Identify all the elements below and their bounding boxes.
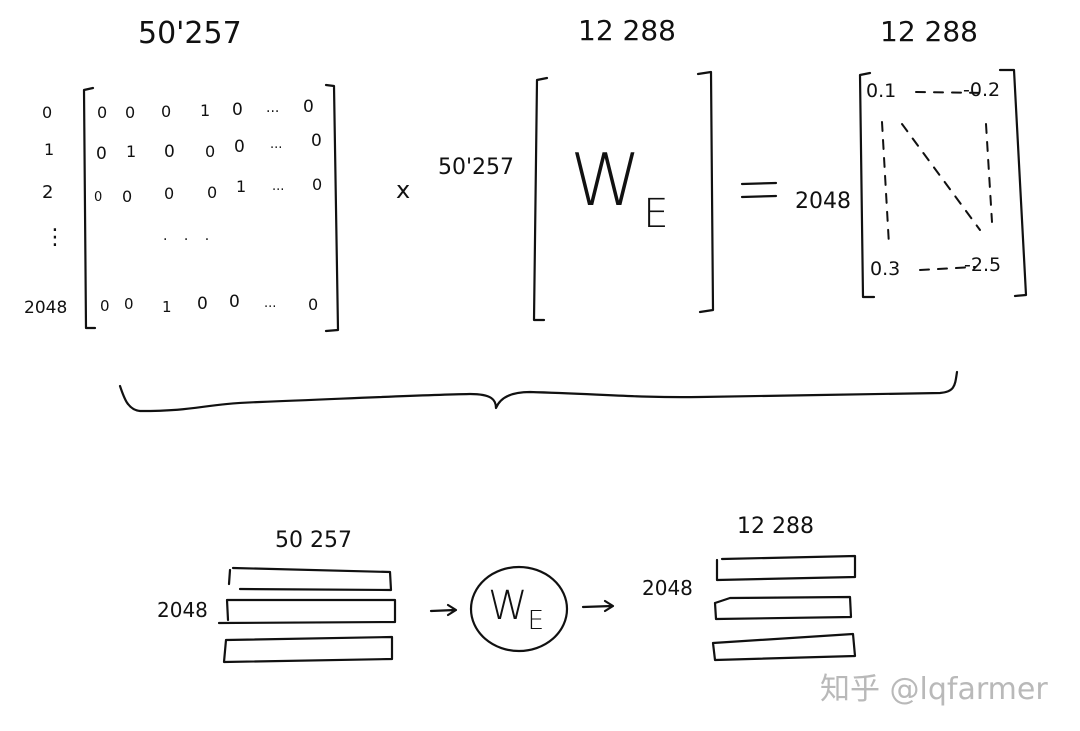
cell: 0: [312, 175, 323, 194]
cell: 0: [311, 131, 322, 151]
we-subscript: E: [643, 191, 669, 237]
result-top-left: 0.1: [866, 80, 897, 102]
cell: 0: [122, 187, 133, 206]
cell: 0: [234, 137, 245, 157]
cell: 0: [232, 100, 243, 120]
cell: 0: [303, 97, 314, 117]
cell: 0: [207, 183, 218, 202]
input-row-dim-label: 2048: [157, 598, 208, 622]
one-hot-left-bracket: [82, 86, 97, 330]
cell: 0: [96, 144, 107, 164]
cell: 0: [100, 297, 110, 315]
row-label: 2: [42, 182, 54, 203]
we-symbol: WE: [570, 138, 668, 237]
cell: 0: [197, 294, 208, 314]
cell: ...: [270, 137, 283, 152]
cell: 0: [229, 292, 240, 312]
cell: 0: [205, 142, 216, 161]
input-col-dim-label: 50 257: [275, 528, 352, 553]
output-bars: [711, 554, 857, 662]
row-label: 0: [42, 103, 53, 122]
we-left-bracket: [532, 76, 549, 322]
result-bottom-left: 0.3: [870, 258, 901, 280]
multiply-symbol: x: [396, 176, 411, 204]
cell: 0: [164, 142, 175, 162]
cell: ...: [266, 100, 280, 116]
result-left-bracket: [858, 71, 876, 299]
cell: 0: [124, 295, 134, 313]
cell: 1: [126, 142, 137, 161]
row-label: 2048: [24, 298, 68, 318]
cell: 0: [97, 103, 108, 122]
cell: 0: [161, 102, 172, 121]
cell: 0: [164, 184, 175, 203]
equals-sign-icon: [740, 181, 778, 199]
cell: ...: [264, 296, 277, 311]
row-label: ⋮: [44, 225, 66, 250]
cell: 1: [162, 298, 172, 316]
output-col-dim-label: 12 288: [737, 514, 814, 539]
node-subscript: E: [527, 606, 544, 636]
we-col-dim-label: 12 288: [578, 14, 676, 47]
we-letter: W: [570, 138, 642, 222]
node-letter: W: [488, 583, 528, 629]
arrow-in-icon: [429, 603, 458, 617]
one-hot-right-bracket: [324, 83, 340, 333]
one-hot-col-dim-label: 50'257: [138, 16, 242, 51]
result-top-right: -0.2: [963, 79, 1001, 101]
result-col-dim-label: 12 288: [880, 15, 978, 48]
result-right-bracket: [998, 68, 1028, 298]
cell: 0: [94, 190, 103, 205]
cell: 1: [200, 101, 211, 120]
output-row-dim-label: 2048: [642, 576, 693, 600]
we-right-bracket: [696, 70, 715, 314]
curly-brace: [118, 370, 959, 413]
cell: ...: [272, 179, 285, 194]
watermark: 知乎 @lqfarmer: [820, 672, 1048, 707]
result-bottom-right: -2.5: [964, 254, 1002, 276]
embedding-node-symbol: WE: [488, 583, 544, 636]
result-dashed-lines: [881, 91, 993, 271]
arrow-out-icon: [581, 599, 615, 613]
cell-ellipsis: . . .: [163, 228, 216, 244]
cell: 1: [236, 177, 247, 196]
cell: 0: [308, 295, 319, 314]
cell: 0: [125, 103, 136, 122]
we-row-dim-label: 50'257: [438, 155, 515, 180]
result-row-dim-label: 2048: [795, 189, 851, 214]
input-bars: [217, 566, 397, 664]
we-circle: [469, 565, 569, 653]
row-label: 1: [44, 140, 55, 159]
